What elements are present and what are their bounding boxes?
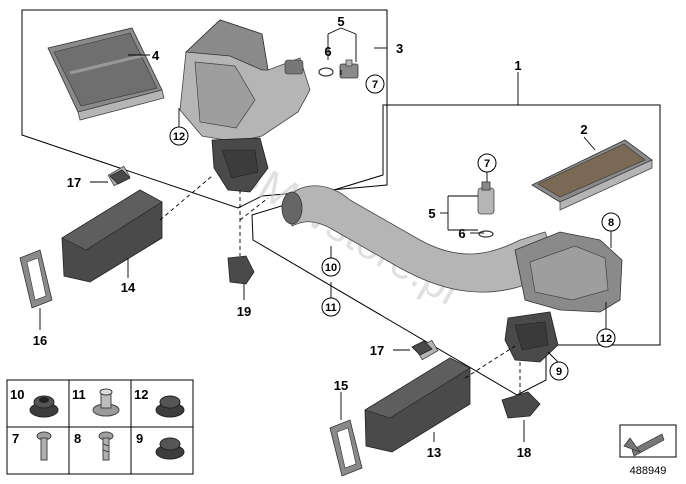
legend-label-8: 8: [74, 431, 81, 446]
grommet-frame-part-bottom: [329, 419, 363, 477]
callout-14: 14: [121, 280, 136, 295]
callout-6-mid: 6: [458, 226, 465, 241]
callout-6-top: 6: [324, 44, 331, 59]
legend-label-9: 9: [136, 431, 143, 446]
intake-duct-part: [281, 185, 623, 363]
legend-part-7: [36, 431, 52, 461]
callout-12-right: 12: [596, 328, 616, 348]
callout-12-top: 12: [169, 126, 189, 146]
legend-label-7: 7: [12, 431, 19, 446]
bracket-part-19: [227, 255, 255, 285]
arrow-box-icon: [619, 424, 677, 458]
callout-10: 10: [321, 257, 341, 277]
sensor-parts-top: [318, 59, 359, 79]
small-parts-legend: 10 11 12 7 8 9: [6, 379, 194, 475]
svg-text:10: 10: [325, 262, 337, 274]
callout-3: 3: [396, 41, 403, 56]
bracket-part-18: [501, 391, 541, 419]
filter-element-part-right: [531, 139, 653, 211]
callout-17-top: 17: [67, 175, 81, 190]
leader-lines: [39, 27, 612, 442]
sensor-parts-middle: [477, 181, 495, 238]
callout-11: 11: [321, 297, 341, 317]
diagram-code: 488949: [630, 465, 667, 477]
callout-19: 19: [237, 304, 251, 319]
callout-2: 2: [580, 122, 587, 137]
callout-9: 9: [549, 361, 569, 381]
callout-7-mid: 7: [477, 153, 497, 173]
legend-part-11: [92, 388, 120, 417]
legend-part-9: [155, 437, 185, 460]
legend-label-10: 10: [10, 387, 24, 402]
callout-1: 1: [514, 58, 521, 73]
svg-text:12: 12: [600, 333, 612, 345]
svg-text:9: 9: [556, 366, 562, 378]
callout-7-top: 7: [365, 74, 385, 94]
group-box-3: [21, 9, 388, 209]
callout-18: 18: [517, 445, 531, 460]
callout-13: 13: [427, 445, 441, 460]
svg-text:11: 11: [325, 302, 337, 314]
svg-text:7: 7: [372, 79, 378, 91]
callout-15: 15: [334, 378, 348, 393]
svg-text:12: 12: [173, 131, 185, 143]
legend-part-10: [29, 395, 59, 418]
legend-label-11: 11: [72, 387, 86, 402]
callout-8: 8: [601, 212, 621, 232]
legend-part-12: [155, 395, 185, 418]
legend-label-12: 12: [134, 387, 148, 402]
legend-part-8: [98, 431, 114, 461]
svg-text:7: 7: [484, 158, 490, 170]
callout-5-mid: 5: [428, 206, 435, 221]
assembly-lines: [159, 175, 521, 396]
intake-snorkel-part: [61, 165, 163, 283]
callout-4: 4: [152, 48, 160, 63]
filter-element-part: [47, 27, 165, 121]
grommet-frame-part: [19, 249, 53, 309]
callout-5-top: 5: [337, 14, 344, 29]
svg-text:8: 8: [608, 217, 614, 229]
filter-housing-upper-part: [179, 19, 311, 193]
callout-16: 16: [33, 333, 47, 348]
pad-parts-17: [109, 169, 433, 356]
callout-17-bottom: 17: [370, 343, 384, 358]
